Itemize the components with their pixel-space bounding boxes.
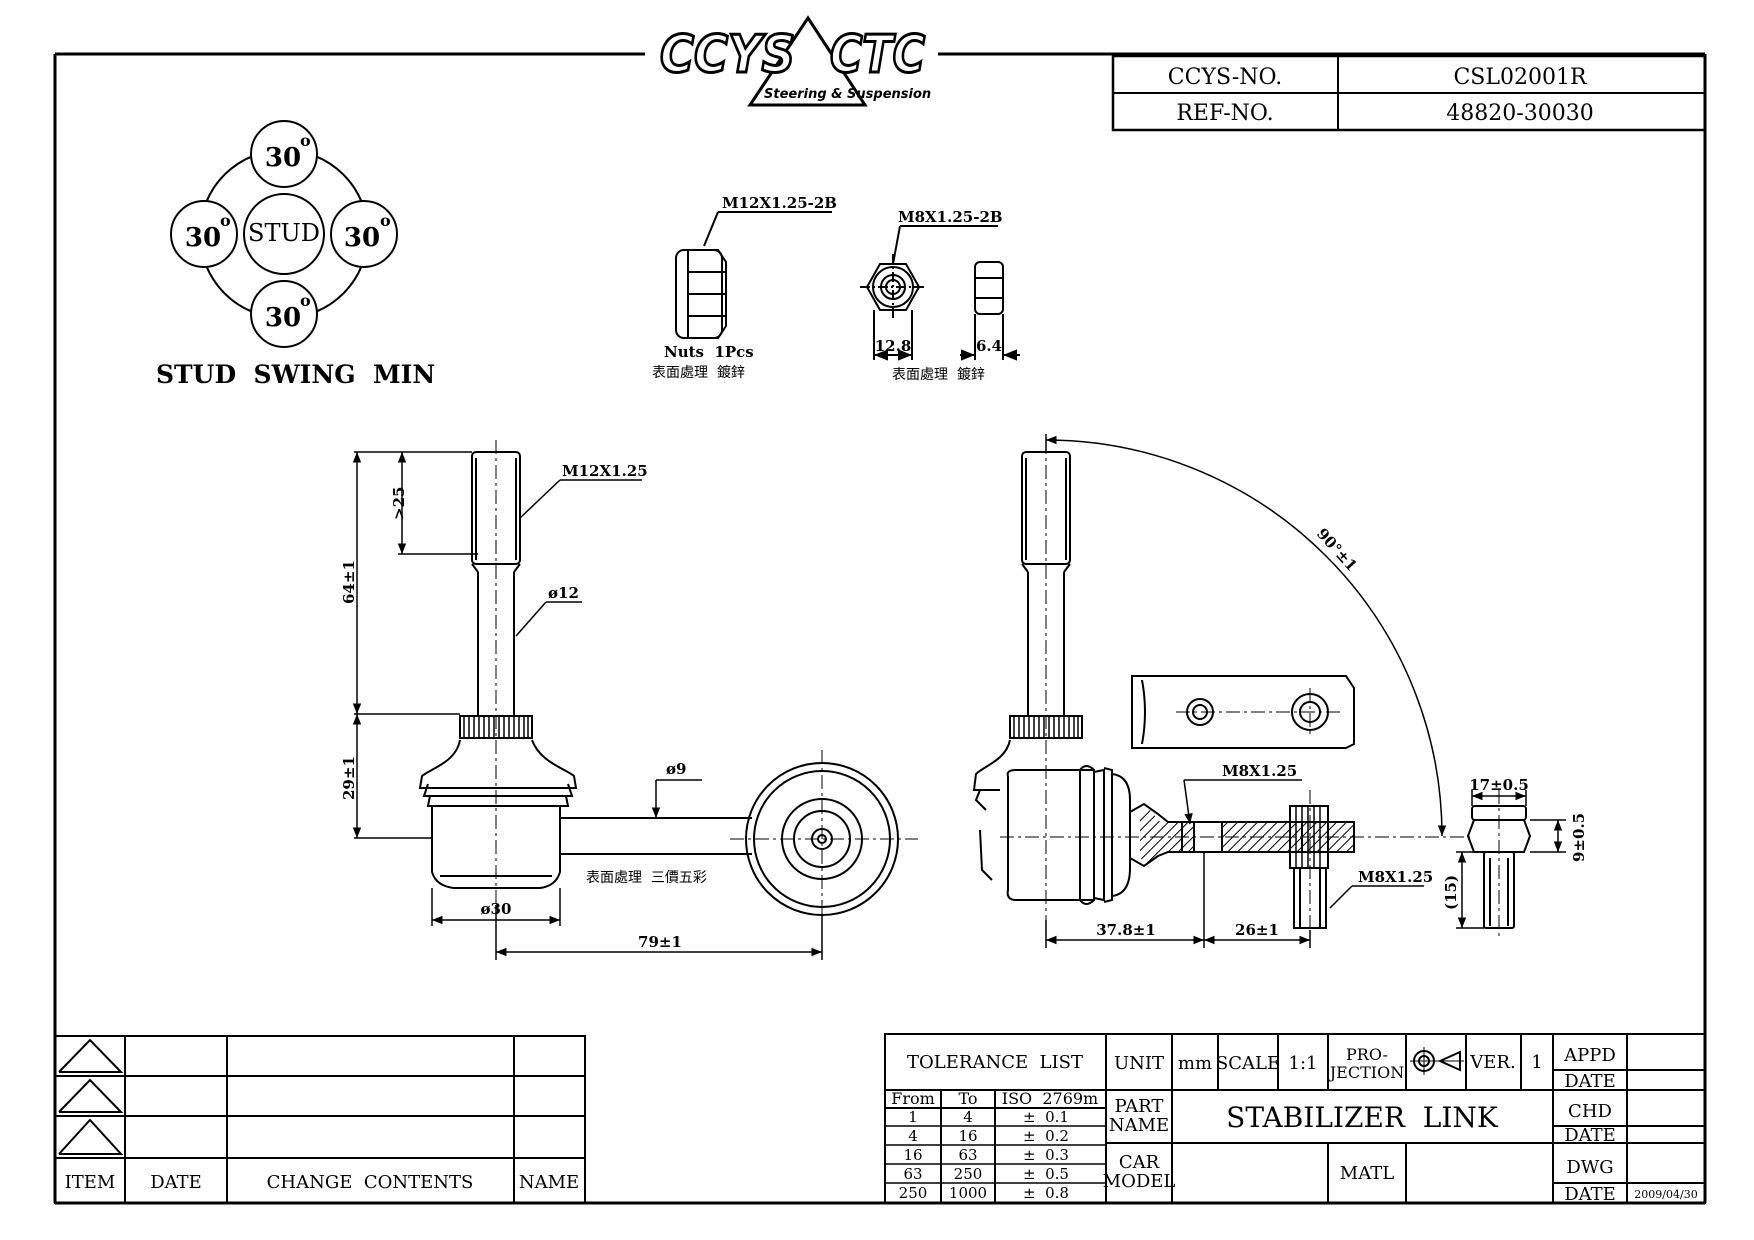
dwg-date-label: DATE (1564, 1184, 1616, 1205)
tol-row-4-iso: ± 0.5 (1023, 1165, 1069, 1183)
dwg-label: DWG (1566, 1157, 1613, 1178)
unit-label: UNIT (1114, 1053, 1164, 1074)
appd-label: APPD (1563, 1045, 1616, 1066)
front-stud-diameter: ø12 (548, 584, 579, 602)
drawing-date-value: 2009/04/30 (1634, 1188, 1697, 1201)
logo-brand-left: CCYS (660, 25, 795, 85)
nut2-thread-label: M8X1.25-2B (898, 208, 1003, 226)
version-label: VER. (1469, 1052, 1515, 1073)
tol-row-1-iso: ± 0.1 (1023, 1108, 1069, 1126)
rev-col-item: ITEM (65, 1172, 116, 1193)
front-ball-height: 29±1 (340, 756, 358, 800)
car-model-label-1: CAR (1119, 1152, 1160, 1173)
tol-row-4-to: 250 (954, 1165, 983, 1183)
side-view-link (972, 440, 1470, 930)
tol-col-from: From (891, 1089, 935, 1108)
projection-label-1: PRO- (1346, 1045, 1388, 1064)
chd-label: CHD (1568, 1101, 1612, 1122)
inset-detail-view (1131, 675, 1355, 749)
swing-left-degree: o (220, 211, 231, 230)
part-name-label-1: PART (1115, 1096, 1164, 1117)
rev-col-date: DATE (150, 1172, 202, 1193)
tol-row-3-from: 16 (903, 1146, 922, 1164)
material-label: MATL (1340, 1163, 1394, 1184)
stud-swing-diagram (170, 120, 398, 348)
swing-bottom-degree: o (300, 291, 311, 310)
front-finish-label: 表面處理 三價五彩 (586, 869, 707, 886)
front-rod-diameter: ø9 (666, 760, 686, 778)
tol-row-2-to: 16 (958, 1127, 977, 1145)
part-number-box: CCYS-NO. CSL02001R REF-NO. 48820-30030 (1111, 54, 1707, 132)
company-logo: CCYS CTC Steering & Suspension (659, 15, 931, 107)
ccys-no-value: CSL02001R (1453, 65, 1587, 90)
side-view-dimensions (1045, 434, 1566, 948)
tol-col-to: To (958, 1089, 977, 1108)
scale-value: 1:1 (1289, 1053, 1318, 1074)
front-housing-diameter: ø30 (481, 900, 512, 918)
end-ball-joint (1466, 790, 1532, 940)
swing-right-value: 30 (344, 223, 380, 253)
ccys-no-label: CCYS-NO. (1168, 65, 1283, 90)
part-name-label-2: NAME (1109, 1115, 1169, 1136)
nut1-finish-label: 表面處理 鍍鋅 (652, 364, 745, 381)
ref-no-label: REF-NO. (1176, 101, 1273, 126)
unit-value: mm (1178, 1053, 1212, 1074)
front-thread-label: M12X1.25 (562, 462, 648, 480)
tol-row-1-to: 4 (963, 1108, 973, 1126)
rev-col-change: CHANGE CONTENTS (267, 1172, 474, 1193)
front-view-link (418, 440, 918, 958)
front-center-distance: 79±1 (638, 933, 682, 951)
tol-row-5-to: 1000 (949, 1184, 987, 1202)
version-value: 1 (1531, 1052, 1542, 1073)
side-dim-b: 26±1 (1235, 921, 1279, 939)
part-name-value: STABILIZER LINK (1226, 1101, 1499, 1134)
nut2-finish-label: 表面處理 鍍鋅 (892, 366, 985, 383)
tol-row-3-iso: ± 0.3 (1023, 1146, 1069, 1164)
logo-triangle (747, 15, 868, 107)
logo-brand-right: CTC (830, 25, 925, 85)
front-stud-length: 64±1 (340, 560, 358, 604)
end-width-dim: 17±0.5 (1469, 776, 1529, 794)
projection-label-2: JECTION (1328, 1063, 1404, 1082)
rev-col-name: NAME (519, 1172, 579, 1193)
front-thread-length: >25 (390, 487, 408, 520)
tol-row-5-from: 250 (899, 1184, 928, 1202)
car-model-label-2: MODEL (1103, 1171, 1176, 1192)
side-dim-a: 37.8±1 (1096, 921, 1156, 939)
swing-top-value: 30 (265, 143, 301, 173)
front-view-dimensions (352, 451, 823, 960)
tol-row-4-from: 63 (903, 1165, 922, 1183)
end-length-dim: (15) (1442, 875, 1460, 910)
swing-right-degree: o (380, 211, 391, 230)
tol-row-2-iso: ± 0.2 (1023, 1127, 1069, 1145)
side-thread2-label: M8X1.25 (1358, 868, 1433, 886)
swing-top-degree: o (300, 131, 311, 150)
chd-date-label: DATE (1564, 1125, 1616, 1146)
nut2-thick-dim: 6.4 (976, 337, 1002, 355)
logo-tagline: Steering & Suspension (764, 87, 931, 102)
nut1-qty-label: Nuts 1Pcs (664, 343, 754, 361)
nut-m8-views (860, 225, 1020, 361)
tolerance-title: TOLERANCE LIST (907, 1052, 1083, 1073)
nut1-thread-label: M12X1.25-2B (722, 194, 837, 212)
side-thread-label: M8X1.25 (1222, 762, 1297, 780)
swing-center-label: STUD (248, 219, 320, 247)
tol-row-5-iso: ± 0.8 (1023, 1184, 1069, 1202)
tol-col-iso: ISO 2769m (1002, 1089, 1098, 1108)
tol-row-2-from: 4 (908, 1127, 918, 1145)
swing-bottom-value: 30 (265, 303, 301, 333)
swing-caption: STUD SWING MIN (156, 360, 435, 389)
nut-m12-side-view (675, 211, 832, 339)
ref-no-value: 48820-30030 (1446, 101, 1593, 126)
title-block (884, 1033, 1706, 1204)
appd-date-label: DATE (1564, 1071, 1616, 1092)
swing-left-value: 30 (185, 223, 221, 253)
scale-label: SCALE (1216, 1053, 1280, 1074)
tol-row-3-to: 63 (958, 1146, 977, 1164)
end-height-dim: 9±0.5 (1570, 813, 1588, 862)
nut2-width-dim: 12.8 (875, 337, 912, 355)
revision-table (54, 1035, 586, 1204)
tol-row-1-from: 1 (908, 1108, 918, 1126)
